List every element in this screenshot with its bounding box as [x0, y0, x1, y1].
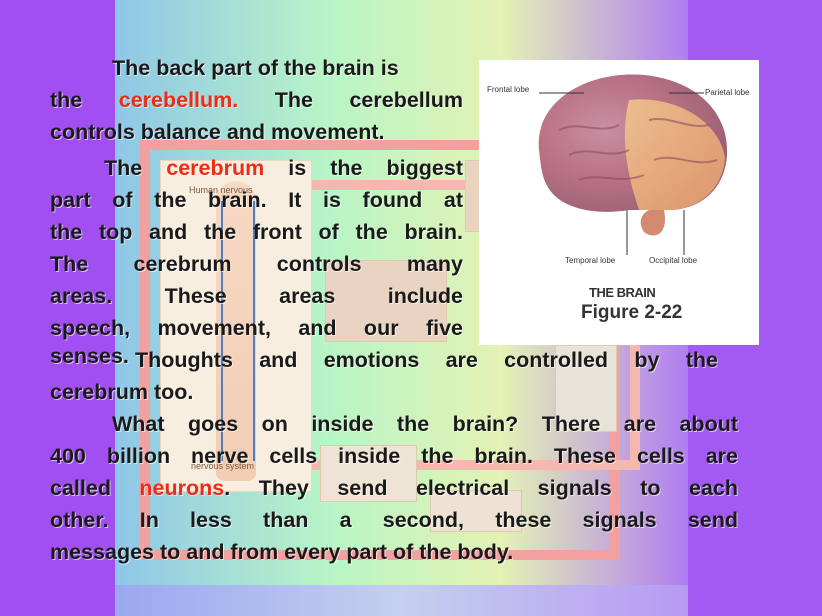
text-line: messages to and from every part of the b…: [50, 540, 514, 564]
text-line: other. In less than a second, these sign…: [50, 508, 738, 532]
text-line: the cerebellum. The cerebellum: [50, 88, 463, 112]
text-line: controls balance and movement.: [50, 120, 385, 144]
text-line: What goes on inside the brain? There are…: [112, 412, 738, 436]
text-line: Thoughts and emotions are controlled by …: [135, 348, 718, 372]
text-line: cerebrum too.: [50, 380, 194, 404]
parietal-lobe-label: Parietal lobe: [705, 88, 750, 97]
text-line: The back part of the brain is: [112, 56, 399, 80]
brain-figure: Frontal lobe Parietal lobe Temporal lobe…: [479, 60, 759, 345]
paragraph-cerebrum: The cerebrum is the biggest part of the …: [50, 152, 463, 344]
text-line: The cerebrum controls many: [50, 252, 463, 276]
text-line: part of the brain. It is found at: [50, 188, 463, 212]
collage-label-bottom: nervous system: [191, 461, 255, 471]
paragraph-neurons: What goes on inside the brain? There are…: [50, 408, 738, 568]
nerve-lines: [221, 201, 255, 461]
brain-illustration: [538, 74, 728, 255]
collage-tile: [555, 345, 617, 432]
temporal-lobe-label: Temporal lobe: [565, 256, 616, 265]
collage-tile: [430, 490, 522, 532]
text-line: the top and the front of the brain.: [50, 220, 463, 244]
term-cerebellum: cerebellum.: [118, 88, 239, 112]
text-line: areas. These areas include: [50, 284, 463, 308]
collage-tile: [320, 445, 417, 502]
text-line: speech, movement, and our five: [50, 316, 463, 340]
bottom-band: [115, 585, 688, 616]
collage-label-top: Human nervous: [189, 185, 253, 195]
frontal-lobe-label: Frontal lobe: [487, 85, 530, 94]
text-line: 400 billion nerve cells inside the brain…: [50, 444, 738, 468]
text-line-senses: senses.: [50, 344, 129, 368]
figure-number: Figure 2-22: [581, 302, 683, 323]
occipital-lobe-label: Occipital lobe: [649, 256, 698, 265]
term-neurons: neurons: [139, 476, 225, 500]
figure-title: THE BRAIN: [589, 285, 656, 300]
paragraph-cerebellum: The back part of the brain is the cerebe…: [50, 52, 463, 148]
nervous-system-image: Human nervous nervous system: [160, 160, 312, 492]
term-cerebrum: cerebrum: [166, 156, 265, 180]
text-line: The cerebrum is the biggest: [104, 156, 463, 180]
text-line: called neurons. They send electrical sig…: [50, 476, 738, 500]
left-purple-band: [0, 0, 115, 616]
collage-tile: [325, 260, 447, 342]
